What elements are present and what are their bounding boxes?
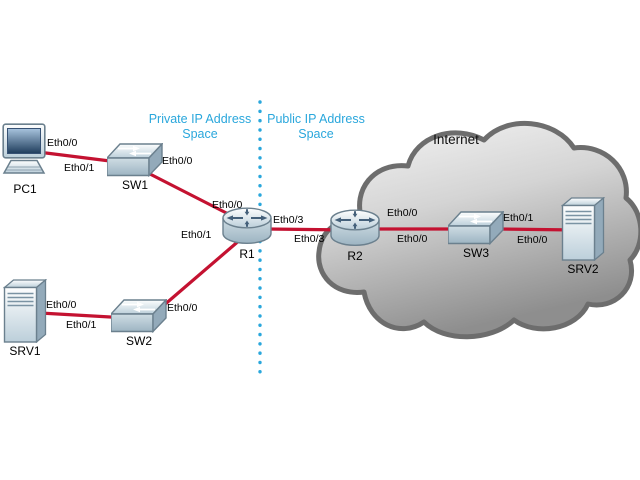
server-icon bbox=[561, 197, 605, 261]
device-label-pc1: PC1 bbox=[13, 182, 37, 196]
switch-icon bbox=[107, 143, 163, 177]
interface-label-sw1-eth0-0: Eth0/0 bbox=[162, 155, 193, 167]
private-ip-space-line2: Space bbox=[182, 127, 218, 141]
device-label-sw1: SW1 bbox=[121, 178, 148, 192]
interface-label-sw3-eth0-1: Eth0/1 bbox=[503, 212, 534, 224]
device-pc1[interactable]: PC1 bbox=[2, 123, 48, 196]
device-srv1[interactable]: SRV1 bbox=[3, 279, 47, 358]
public-ip-space-line2: Space bbox=[298, 127, 334, 141]
router-icon bbox=[330, 209, 380, 246]
interface-label-r1-eth0-1: Eth0/1 bbox=[181, 229, 212, 241]
device-label-srv2: SRV2 bbox=[567, 262, 599, 276]
interface-label-sw2-eth0-1: Eth0/1 bbox=[66, 319, 97, 331]
router-icon bbox=[222, 207, 272, 244]
internet-label: Internet bbox=[433, 132, 479, 147]
device-label-r2: R2 bbox=[347, 249, 363, 263]
interface-label-r1-eth0-3: Eth0/3 bbox=[273, 214, 304, 226]
device-label-srv1: SRV1 bbox=[9, 344, 41, 358]
interface-label-r1-eth0-0: Eth0/0 bbox=[212, 199, 243, 211]
device-srv2[interactable]: SRV2 bbox=[561, 197, 605, 276]
interface-label-srv1-eth0-0: Eth0/0 bbox=[46, 299, 77, 311]
device-label-r1: R1 bbox=[239, 247, 255, 261]
device-label-sw2: SW2 bbox=[125, 334, 152, 348]
server-icon bbox=[3, 279, 47, 343]
private-ip-space-line1: Private IP Address bbox=[148, 112, 252, 126]
interface-label-r2-eth0-3: Eth0/3 bbox=[294, 233, 325, 245]
interface-label-sw3-eth0-0: Eth0/0 bbox=[397, 233, 428, 245]
interface-label-sw2-eth0-0: Eth0/0 bbox=[167, 302, 198, 314]
device-sw1[interactable]: SW1 bbox=[107, 143, 163, 192]
interface-label-sw1-eth0-1: Eth0/1 bbox=[64, 162, 95, 174]
device-sw2[interactable]: SW2 bbox=[111, 299, 167, 348]
switch-icon bbox=[448, 211, 504, 245]
public-ip-space-line1: Public IP Address bbox=[267, 112, 365, 126]
device-sw3[interactable]: SW3 bbox=[448, 211, 504, 260]
private-ip-space-label: Private IP Address Space bbox=[135, 112, 265, 142]
pc-icon bbox=[2, 123, 46, 174]
public-ip-space-label: Public IP Address Space bbox=[251, 112, 381, 142]
device-r1[interactable]: R1 bbox=[222, 206, 272, 261]
device-label-sw3: SW3 bbox=[462, 246, 489, 260]
interface-label-r2-eth0-0: Eth0/0 bbox=[387, 207, 418, 219]
interface-label-pc1-eth0-0: Eth0/0 bbox=[47, 137, 78, 149]
switch-icon bbox=[111, 299, 167, 333]
device-r2[interactable]: R2 bbox=[330, 208, 380, 263]
interface-label-srv2-eth0-0: Eth0/0 bbox=[517, 234, 548, 246]
